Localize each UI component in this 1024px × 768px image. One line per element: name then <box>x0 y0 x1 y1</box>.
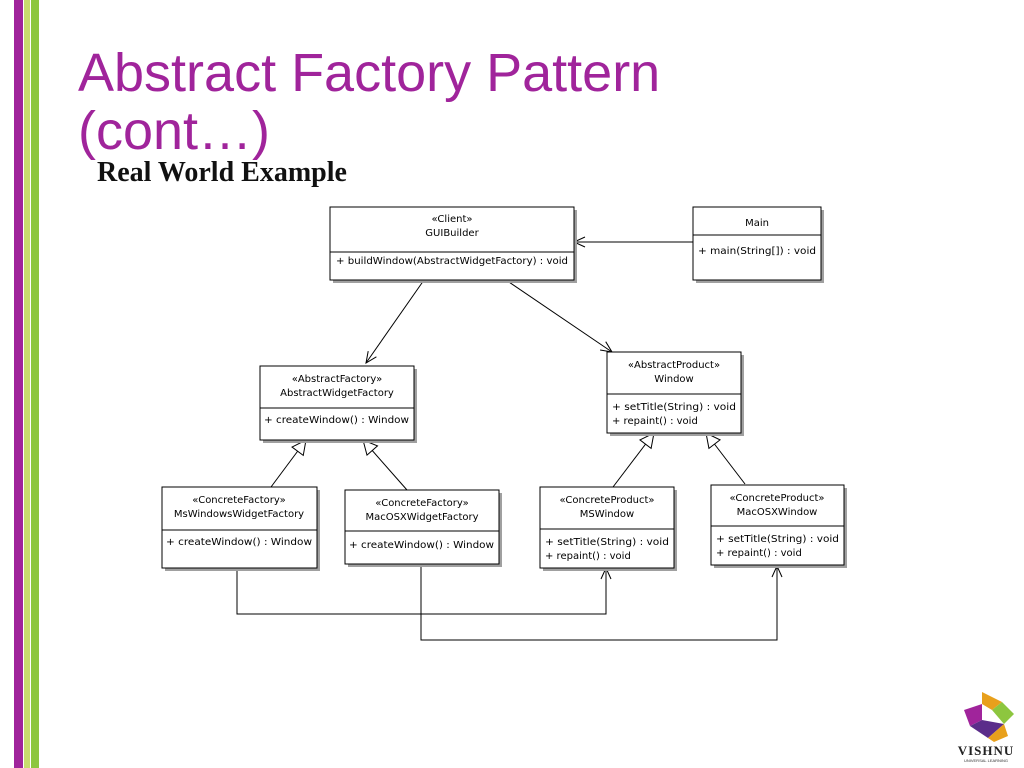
class-ms-windows-widget-factory: «ConcreteFactory» MsWindowsWidgetFactory… <box>161 486 320 571</box>
main-name: Main <box>745 218 769 229</box>
guibuilder-to-window-arrow <box>505 279 613 353</box>
main-op: + main(String[]) : void <box>698 246 816 257</box>
class-window: «AbstractProduct» Window + setTitle(Stri… <box>606 351 744 436</box>
guibuilder-name: GUIBuilder <box>425 228 479 239</box>
title-line-1: Abstract Factory Pattern(cont…) <box>78 43 661 161</box>
mac-factory-creates-mac-window <box>420 564 783 641</box>
window-stereotype: «AbstractProduct» <box>628 360 720 371</box>
class-guibuilder: «Client» GUIBuilder + buildWindow(Abstra… <box>329 206 577 283</box>
class-abstract-widget-factory: «AbstractFactory» AbstractWidgetFactory … <box>259 365 417 443</box>
mac-window-inherits-arrow <box>705 432 746 485</box>
guibuilder-op: + buildWindow(AbstractWidgetFactory) : v… <box>336 256 568 267</box>
slide-subtitle: Real World Example <box>97 157 347 188</box>
logo-tagline: UNIVERSAL LEARNING <box>963 758 1009 763</box>
logo-name: VISHNU <box>957 743 1015 758</box>
connectors <box>236 236 783 641</box>
mac-osx-window-name: MacOSXWindow <box>737 507 818 518</box>
vishnu-logo-icon <box>964 692 1014 742</box>
mac-osx-widget-factory-name: MacOSXWidgetFactory <box>365 512 478 523</box>
guibuilder-stereotype: «Client» <box>431 214 472 225</box>
stripe-green <box>31 0 39 768</box>
ms-windows-widget-factory-op: + createWindow() : Window <box>166 537 312 548</box>
class-mac-osx-widget-factory: «ConcreteFactory» MacOSXWidgetFactory + … <box>344 489 502 567</box>
ms-window-op-settitle: + setTitle(String) : void <box>545 537 669 548</box>
abstract-widget-factory-stereotype: «AbstractFactory» <box>292 374 383 385</box>
mac-osx-window-stereotype: «ConcreteProduct» <box>729 493 824 504</box>
stripe-purple <box>14 0 23 768</box>
ms-window-stereotype: «ConcreteProduct» <box>559 495 654 506</box>
ms-windows-widget-factory-name: MsWindowsWidgetFactory <box>174 509 304 520</box>
window-op-settitle: + setTitle(String) : void <box>612 402 736 413</box>
abstract-widget-factory-op: + createWindow() : Window <box>264 415 409 426</box>
class-ms-window: «ConcreteProduct» MSWindow + setTitle(St… <box>539 486 677 571</box>
slide-title: Abstract Factory Pattern(cont…) <box>78 44 660 160</box>
mac-factory-inherits-arrow <box>362 439 408 491</box>
ms-windows-widget-factory-stereotype: «ConcreteFactory» <box>192 495 285 506</box>
mac-osx-window-op-settitle: + setTitle(String) : void <box>716 534 839 545</box>
stripe-light-green <box>24 0 30 768</box>
class-main: Main + main(String[]) : void <box>692 206 824 283</box>
class-mac-osx-window: «ConcreteProduct» MacOSXWindow + setTitl… <box>710 484 847 568</box>
window-name: Window <box>654 374 693 385</box>
guibuilder-to-factory-arrow <box>365 279 425 364</box>
mac-osx-widget-factory-stereotype: «ConcreteFactory» <box>375 498 468 509</box>
ms-factory-inherits-arrow <box>270 439 307 488</box>
abstract-widget-factory-name: AbstractWidgetFactory <box>280 388 394 399</box>
ms-window-inherits-arrow <box>612 432 655 488</box>
ms-window-op-repaint: + repaint() : void <box>545 551 631 562</box>
mac-osx-widget-factory-op: + createWindow() : Window <box>349 540 494 551</box>
ms-window-name: MSWindow <box>580 509 634 520</box>
window-op-repaint: + repaint() : void <box>612 416 698 427</box>
mac-osx-window-op-repaint: + repaint() : void <box>716 548 802 559</box>
